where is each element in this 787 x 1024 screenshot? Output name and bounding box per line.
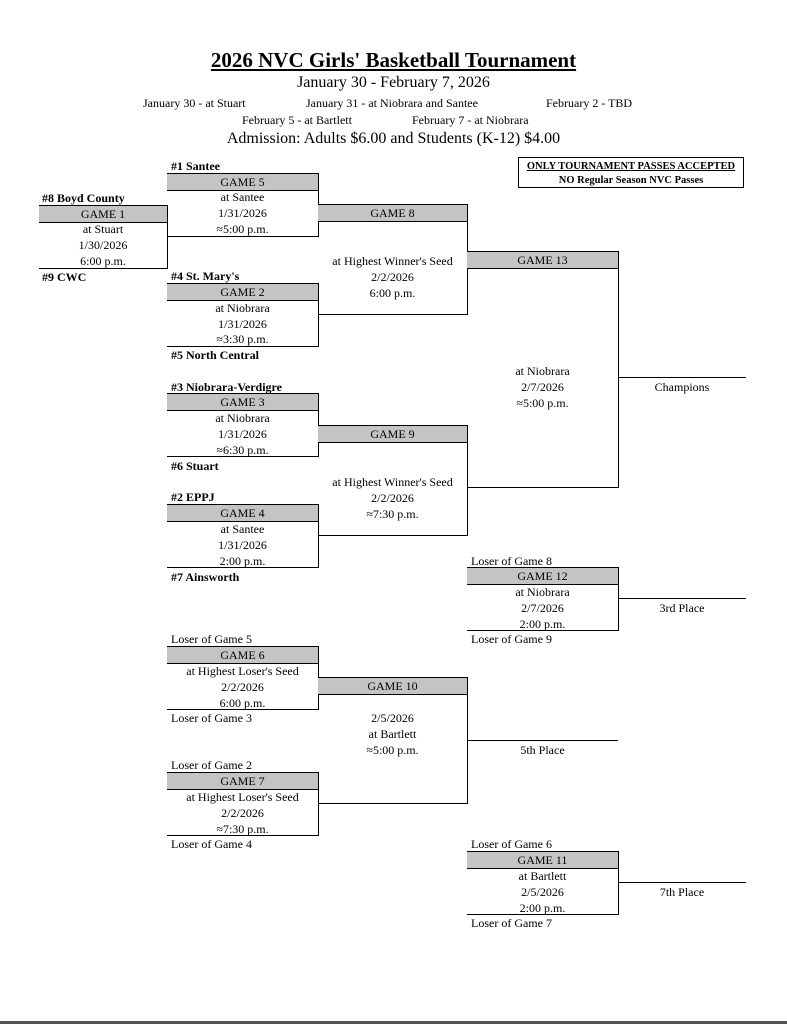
game-7-site: at Highest Loser's Seed: [186, 790, 299, 804]
game-4-date: 1/31/2026: [218, 538, 267, 552]
game-6-date: 2/2/2026: [221, 680, 264, 694]
passes-notice-line2: NO Regular Season NVC Passes: [558, 175, 704, 186]
game-11-header: GAME 11: [467, 851, 618, 869]
game-1-header: GAME 1: [39, 205, 167, 223]
game-4-header: GAME 4: [167, 504, 318, 522]
game-1-time: 6:00 p.m.: [80, 254, 126, 268]
game-13-time: ≈5:00 p.m.: [516, 396, 569, 410]
champions-label: Champions: [654, 380, 710, 394]
tournament-dates: January 30 - February 7, 2026: [297, 74, 490, 91]
game-6-site: at Highest Loser's Seed: [186, 664, 299, 678]
game-10-date: 2/5/2026: [371, 711, 414, 725]
game-12-date: 2/7/2026: [521, 601, 564, 615]
third-place-label: 3rd Place: [659, 601, 705, 615]
game-5-date: 1/31/2026: [218, 206, 267, 220]
game-2-header: GAME 2: [167, 283, 318, 301]
game-13-site: at Niobrara: [515, 364, 570, 378]
team-ainsworth: #7 Ainsworth: [171, 570, 240, 584]
game-13-date: 2/7/2026: [521, 380, 564, 394]
page-bottom-border: [0, 1021, 787, 1024]
team-st-marys: #4 St. Mary's: [171, 269, 240, 283]
game-11-top-slot: Loser of Game 6: [471, 837, 552, 851]
game-12-site: at Niobrara: [515, 585, 570, 599]
team-stuart: #6 Stuart: [171, 459, 219, 473]
fifth-place-label: 5th Place: [520, 743, 565, 757]
schedule-jan31: January 31 - at Niobrara and Santee: [306, 96, 478, 110]
game-8-site: at Highest Winner's Seed: [332, 254, 453, 268]
game-1-site: at Stuart: [82, 222, 124, 236]
game-11-site: at Bartlett: [518, 869, 567, 883]
game-4-site: at Santee: [220, 522, 265, 536]
game-7-time: ≈7:30 p.m.: [216, 822, 269, 836]
schedule-feb7: February 7 - at Niobrara: [412, 113, 529, 127]
game-6-header: GAME 6: [167, 646, 318, 664]
team-north-central: #5 North Central: [171, 348, 259, 362]
schedule-feb2: February 2 - TBD: [546, 96, 633, 110]
game-9-header: GAME 9: [318, 425, 467, 443]
game-8-date: 2/2/2026: [371, 270, 414, 284]
game-6-bottom-slot: Loser of Game 3: [171, 711, 252, 725]
game-10-time: ≈5:00 p.m.: [366, 743, 419, 757]
game-6-top-slot: Loser of Game 5: [171, 632, 252, 646]
game-11-bottom-slot: Loser of Game 7: [471, 916, 552, 930]
passes-notice-line1: ONLY TOURNAMENT PASSES ACCEPTED: [526, 161, 736, 172]
game-12-header: GAME 12: [467, 567, 618, 585]
game-7-header: GAME 7: [167, 772, 318, 790]
game-2-site: at Niobrara: [215, 301, 270, 315]
game-8-header: GAME 8: [318, 204, 467, 222]
game-13-header: GAME 13: [467, 251, 618, 269]
game-2-date: 1/31/2026: [218, 317, 267, 331]
team-cwc: #9 CWC: [42, 270, 87, 284]
schedule-feb5: February 5 - at Bartlett: [242, 113, 352, 127]
passes-notice: ONLY TOURNAMENT PASSES ACCEPTED NO Regul…: [518, 157, 744, 188]
game-10-site: at Bartlett: [368, 727, 417, 741]
game-2-time: ≈3:30 p.m.: [216, 332, 269, 346]
schedule-jan30: January 30 - at Stuart: [143, 96, 246, 110]
game-10-header: GAME 10: [318, 677, 467, 695]
game-9-time: ≈7:30 p.m.: [366, 507, 419, 521]
team-eppj: #2 EPPJ: [171, 490, 215, 504]
page-title: 2026 NVC Girls' Basketball Tournament: [210, 48, 577, 72]
game-12-time: 2:00 p.m.: [519, 617, 566, 631]
game-7-top-slot: Loser of Game 2: [171, 758, 252, 772]
game-5-header: GAME 5: [167, 173, 318, 191]
seventh-place-label: 7th Place: [659, 885, 705, 899]
team-boyd-county: #8 Boyd County: [42, 191, 125, 205]
game-4-time: 2:00 p.m.: [219, 554, 266, 568]
game-5-time: ≈5:00 p.m.: [216, 222, 269, 236]
game-3-site: at Niobrara: [215, 411, 270, 425]
team-santee: #1 Santee: [171, 159, 220, 173]
game-8-time: 6:00 p.m.: [369, 286, 416, 300]
game-9-site: at Highest Winner's Seed: [332, 475, 453, 489]
game-3-time: ≈6:30 p.m.: [216, 443, 269, 457]
game-7-date: 2/2/2026: [221, 806, 264, 820]
game-1-date: 1/30/2026: [78, 238, 128, 252]
game-7-bottom-slot: Loser of Game 4: [171, 837, 252, 851]
game-11-time: 2:00 p.m.: [519, 901, 566, 915]
team-niobrara-verdigre: #3 Niobrara-Verdigre: [171, 380, 282, 394]
game-9-date: 2/2/2026: [371, 491, 414, 505]
admission-prices: Admission: Adults $6.00 and Students (K-…: [226, 130, 561, 147]
game-6-time: 6:00 p.m.: [219, 696, 266, 710]
game-5-site: at Santee: [220, 190, 265, 204]
game-3-header: GAME 3: [167, 393, 318, 411]
game-3-date: 1/31/2026: [218, 427, 267, 441]
game-11-date: 2/5/2026: [521, 885, 564, 899]
game-12-bottom-slot: Loser of Game 9: [471, 632, 552, 646]
game-12-top-slot: Loser of Game 8: [471, 554, 552, 568]
